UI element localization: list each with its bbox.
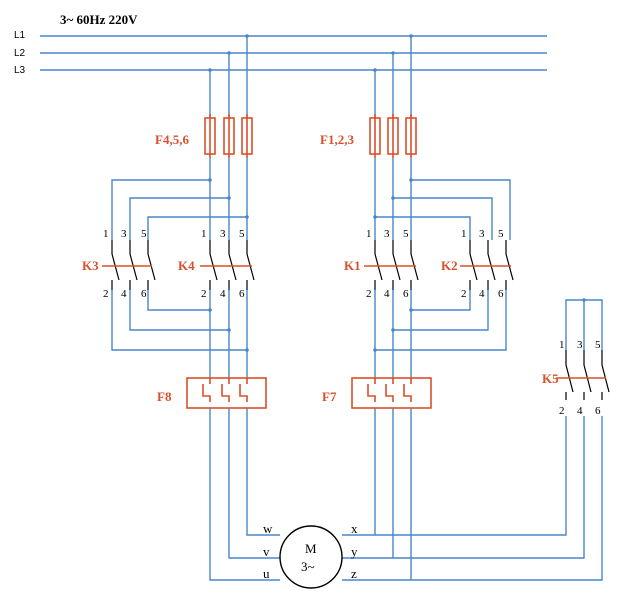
contactor-k5 [556, 298, 610, 400]
k4-terminal-2: 2 [201, 288, 207, 300]
k5-terminal-2: 2 [559, 405, 565, 417]
line-label-l2: L2 [14, 48, 26, 59]
contactor-label-k4: K4 [178, 258, 195, 273]
k3-terminal-3: 3 [121, 228, 127, 240]
k2-terminal-3: 3 [479, 228, 485, 240]
bus-drops [208, 34, 413, 118]
k2-terminal-6: 6 [498, 288, 504, 300]
k5-terminal-1: 1 [559, 339, 565, 351]
overload-f7 [351, 377, 432, 409]
motor-name: M [305, 541, 317, 556]
motor [279, 525, 343, 589]
k3-terminal-2: 2 [103, 288, 109, 300]
overload-f8 [186, 377, 267, 409]
k4-terminal-6: 6 [239, 288, 245, 300]
contactor-k4 [200, 240, 255, 290]
k4-terminal-1: 1 [201, 228, 207, 240]
motor-terminal-u: u [263, 566, 270, 581]
motor-feed-right [342, 408, 603, 581]
k1-terminal-6: 6 [403, 288, 409, 300]
contactor-k1 [364, 240, 419, 290]
fuse-group-right [369, 114, 417, 158]
k2-terminal-5: 5 [498, 228, 504, 240]
k3-terminal-4: 4 [121, 288, 127, 300]
fuse-label-left: F4,5,6 [155, 132, 189, 147]
k2-terminal-1: 1 [461, 228, 467, 240]
motor-type: 3~ [301, 559, 315, 574]
k1-terminal-5: 5 [403, 228, 409, 240]
k2-terminal-4: 4 [479, 288, 485, 300]
motor-terminal-x: x [351, 521, 358, 536]
line-label-l1: L1 [14, 30, 26, 41]
k4-terminal-4: 4 [220, 288, 226, 300]
fuse-group-left [204, 114, 253, 158]
cross-wiring-left-top [111, 178, 249, 240]
k5-terminal-3: 3 [577, 339, 583, 351]
fuse-label-right: F1,2,3 [320, 132, 354, 147]
motor-terminal-v: v [263, 544, 270, 559]
contactor-label-k3: K3 [82, 258, 99, 273]
cross-wiring-right-top [373, 178, 511, 240]
line-label-l3: L3 [14, 65, 26, 76]
k3-terminal-6: 6 [141, 288, 147, 300]
k4-terminal-3: 3 [220, 228, 226, 240]
motor-terminal-z: z [351, 566, 357, 581]
contactor-k3 [102, 240, 156, 290]
k3-terminal-1: 1 [103, 228, 109, 240]
k5-terminal-4: 4 [577, 405, 583, 417]
cross-wiring-left-bottom [111, 290, 249, 378]
contactor-label-k1: K1 [344, 258, 361, 273]
k5-terminal-5: 5 [595, 339, 601, 351]
contactor-label-k5: K5 [542, 371, 559, 386]
k3-terminal-5: 5 [141, 228, 147, 240]
k1-terminal-2: 2 [366, 288, 372, 300]
k4-terminal-5: 5 [239, 228, 245, 240]
contactor-k2 [460, 240, 514, 290]
supply-label: 3~ 60Hz 220V [60, 12, 138, 27]
k1-terminal-4: 4 [384, 288, 390, 300]
motor-terminal-y: y [351, 544, 358, 559]
k1-terminal-3: 3 [384, 228, 390, 240]
k5-terminal-6: 6 [595, 405, 601, 417]
k1-terminal-1: 1 [366, 228, 372, 240]
k2-terminal-2: 2 [461, 288, 467, 300]
cross-wiring-right-bottom [373, 290, 507, 378]
motor-terminal-w: w [263, 521, 273, 536]
motor-feed-left [209, 408, 280, 581]
overload-label-f8: F8 [157, 389, 172, 404]
contactor-label-k2: K2 [441, 258, 458, 273]
overload-label-f7: F7 [322, 389, 337, 404]
